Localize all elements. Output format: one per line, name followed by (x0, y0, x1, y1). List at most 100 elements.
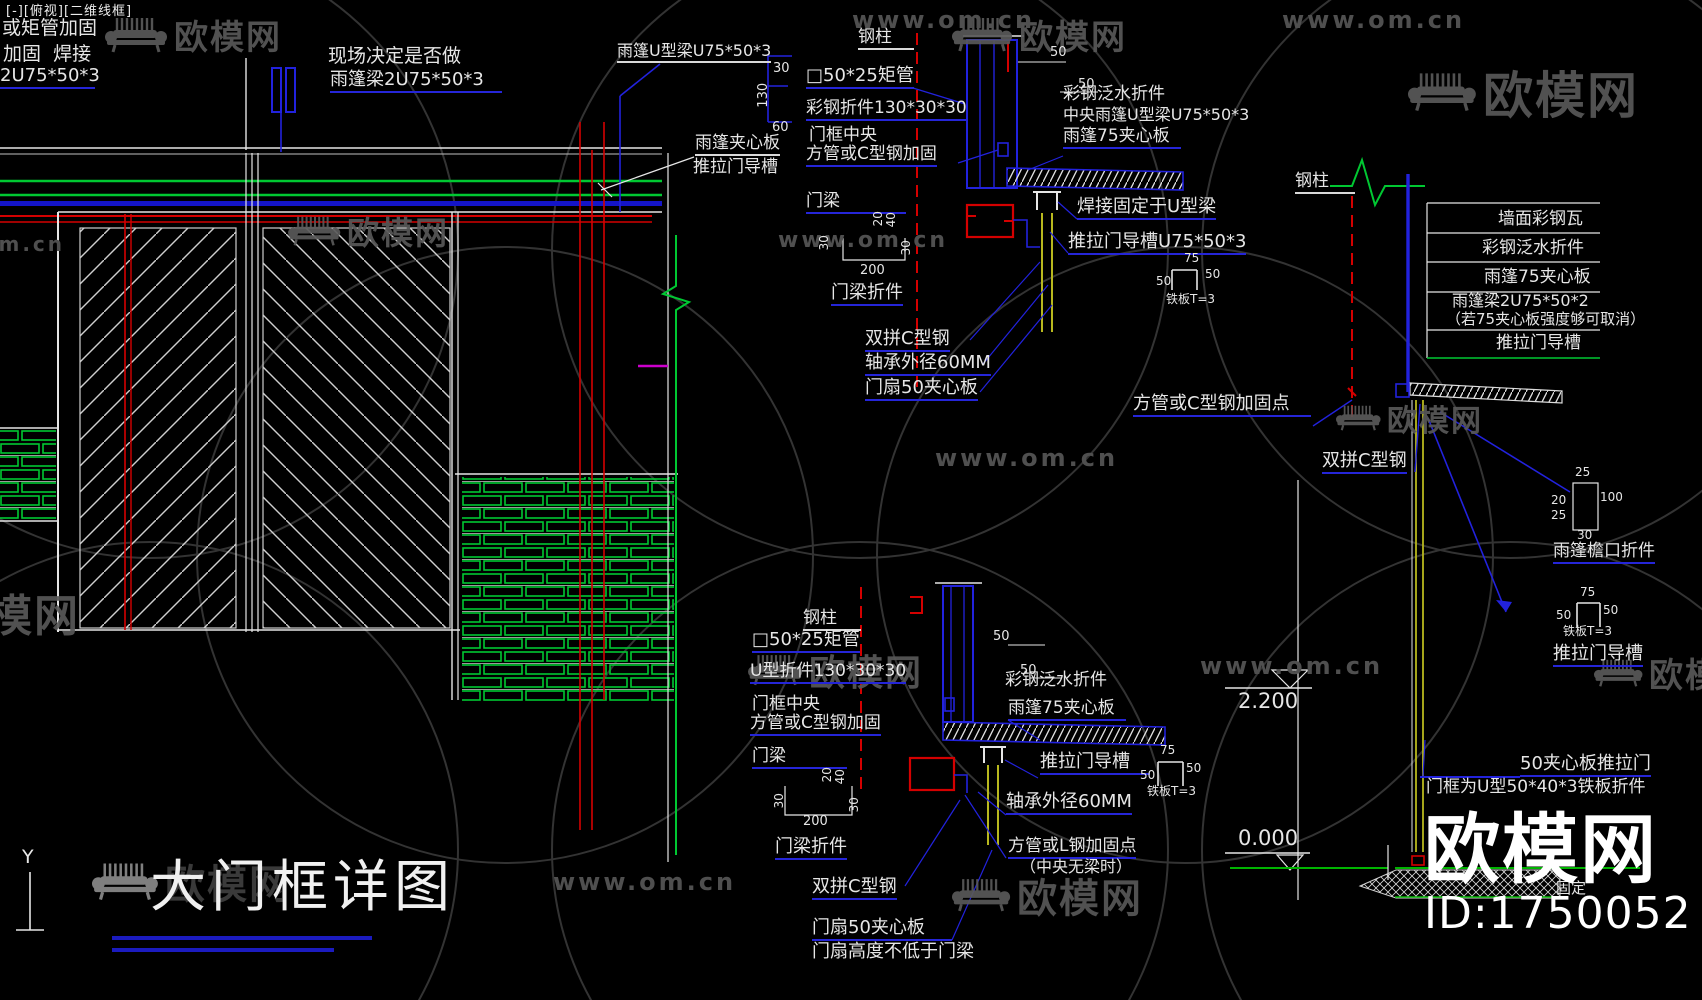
annotation-label: 门框中央 (809, 125, 877, 145)
annotation-label: 彩钢折件130*30*30 (806, 98, 967, 122)
annotation-label: 铁板T=3 (1147, 784, 1197, 798)
site-watermark: 欧模网 (952, 10, 1127, 59)
watermark-url-text: www.om.cn (1200, 652, 1384, 680)
annotation-label: 雨篷梁2U75*50*3 (330, 69, 502, 94)
annotation-label: 门梁折件 (831, 282, 903, 307)
ucs-axis-label: Y (22, 846, 34, 868)
annotation-label: 雨篷夹心板 (695, 133, 780, 157)
annotation-label: 推拉门导槽 (1040, 751, 1150, 776)
watermark-logo-text: 欧模网 (1387, 404, 1483, 439)
annotation-label: 75 (1160, 743, 1176, 757)
annotation-label: 门梁折件 (775, 836, 847, 861)
annotation-label: 75 (1580, 585, 1596, 599)
annotation-label: 30 (1577, 528, 1593, 542)
watermark-logo-text: 欧模网 (165, 862, 291, 908)
annotation-label: 中央雨篷U型梁U75*50*3 (1063, 105, 1250, 124)
annotation-label: 雨篷U型梁U75*50*3 (617, 42, 772, 63)
annotation-label: 轴承外径60MM (1006, 791, 1132, 816)
watermark-url-text: www.om.cn (553, 868, 737, 896)
watermark-url-text: www.om.cn (1282, 6, 1466, 34)
viewport-controls[interactable]: [-][俯视][二维线框] (6, 4, 133, 19)
title-underline (112, 936, 372, 940)
annotation-label: 75 (1184, 251, 1200, 265)
watermark-logo-text: 欧模网 (1019, 18, 1127, 58)
annotation-label: 50夹心板推拉门 (1520, 753, 1651, 778)
detail-top-section (842, 33, 1198, 393)
annotation-label: 门框中央 (752, 694, 820, 714)
annotation-label: 200 (803, 814, 828, 829)
annotation-label: □50*25矩管 (806, 65, 914, 90)
annotation-label: 方管或C型钢加固 (750, 713, 881, 737)
watermark-url-text: www.om.cn (0, 232, 66, 256)
watermark-logo-text: 欧模网 (347, 214, 450, 252)
annotation-label: （中央无梁时） (1020, 857, 1133, 876)
drawing-title: 大门框详图 (150, 855, 455, 920)
annotation-label: 双拼C型钢 (812, 876, 897, 901)
annotation-label: U型折件130*30*30 (750, 661, 907, 685)
annotation-label: 0.000 (1238, 826, 1299, 850)
annotation-label: 50 (1050, 45, 1067, 60)
annotation-label: 方管或L钢加固点 (1008, 836, 1137, 860)
annotation-label: 30 (898, 240, 913, 256)
annotation-label: 雨篷75夹心板 (1484, 267, 1591, 287)
watermark-logo-text: 欧模网 (809, 653, 924, 694)
annotation-label: 雨篷梁2U75*50*2 (1452, 291, 1589, 310)
annotation-label: 加固 焊接 (3, 43, 92, 65)
annotation-label: 50 (1603, 603, 1619, 617)
annotation-label: 60 (772, 120, 789, 135)
brand-logo: 欧模网 (1424, 805, 1658, 894)
annotation-label: 40 (883, 212, 898, 228)
annotation-label: 双拼C型钢 (865, 328, 950, 353)
annotation-label: 50 (1078, 77, 1095, 92)
site-watermark: 欧模网 (1336, 396, 1483, 440)
annotation-label: □50*25矩管 (752, 629, 860, 654)
annotation-label: 轴承外径60MM (865, 352, 991, 377)
annotation-label: 50 (993, 629, 1010, 644)
annotation-label: 130 (756, 82, 772, 108)
detail-right-section (1230, 156, 1640, 900)
sofa-icon (952, 877, 1012, 913)
annotation-label: 50 (1140, 768, 1156, 782)
watermark-logo-text: 欧模网 (1017, 876, 1143, 922)
annotation-label: 门扇50夹心板 (812, 917, 952, 942)
watermark-url-text: www.om.cn (778, 228, 949, 253)
annotation-label: 方管或C型钢加固 (806, 144, 937, 168)
annotation-label: 40 (832, 769, 847, 785)
annotation-label: 门扇50夹心板 (865, 377, 978, 402)
site-watermark: 欧模网 (288, 208, 449, 254)
watermark-url-text: www.om.cn (935, 444, 1119, 472)
annotation-label: 雨篷75夹心板 (1008, 698, 1126, 722)
sofa-icon (105, 16, 169, 54)
annotation-label: 雨篷75夹心板 (1063, 126, 1181, 150)
brand-stamp: 欧模网 ID:1750052 (1424, 812, 1692, 936)
site-watermark: 欧模网 (0, 580, 80, 644)
annotation-label: 钢柱 (803, 608, 861, 632)
annotation-label: 固定 (1556, 879, 1587, 897)
detail-bottom-section (784, 582, 1184, 941)
sofa-icon (1408, 71, 1478, 113)
annotation-label: 50 (1156, 274, 1172, 288)
watermark-url-text: www.om.cn (852, 6, 1036, 34)
annotation-label: 200 (860, 263, 885, 278)
annotation-label: 彩钢泛水折件 (1063, 84, 1165, 104)
annotation-label: 推拉门导槽 (1553, 643, 1643, 668)
annotation-label: 50 (1186, 761, 1202, 775)
site-watermark: 欧模网 (748, 644, 923, 696)
annotation-label: 或矩管加固 (2, 17, 98, 39)
annotation-label: 50 (1020, 663, 1037, 678)
annotation-label: 推拉门导槽 (1496, 333, 1581, 353)
annotation-label: 25 (1551, 508, 1567, 522)
watermark-logo-text: 欧模网 (1483, 67, 1639, 125)
annotation-label: 门框为U型50*40*3铁板折件 (1426, 777, 1646, 797)
sofa-icon (288, 215, 342, 247)
site-watermark: 欧模网 (1594, 648, 1702, 697)
site-watermark: 欧模网 (92, 852, 291, 910)
annotation-label: 2U75*50*3 (0, 65, 100, 90)
annotation-label: 双拼C型钢 (1322, 450, 1407, 475)
annotation-label: 焊接固定于U型梁 (1077, 196, 1217, 221)
watermark-logo-text: 欧模网 (1649, 656, 1702, 696)
annotation-label: 2.200 (1238, 689, 1299, 713)
annotation-label: 门梁 (752, 746, 847, 770)
